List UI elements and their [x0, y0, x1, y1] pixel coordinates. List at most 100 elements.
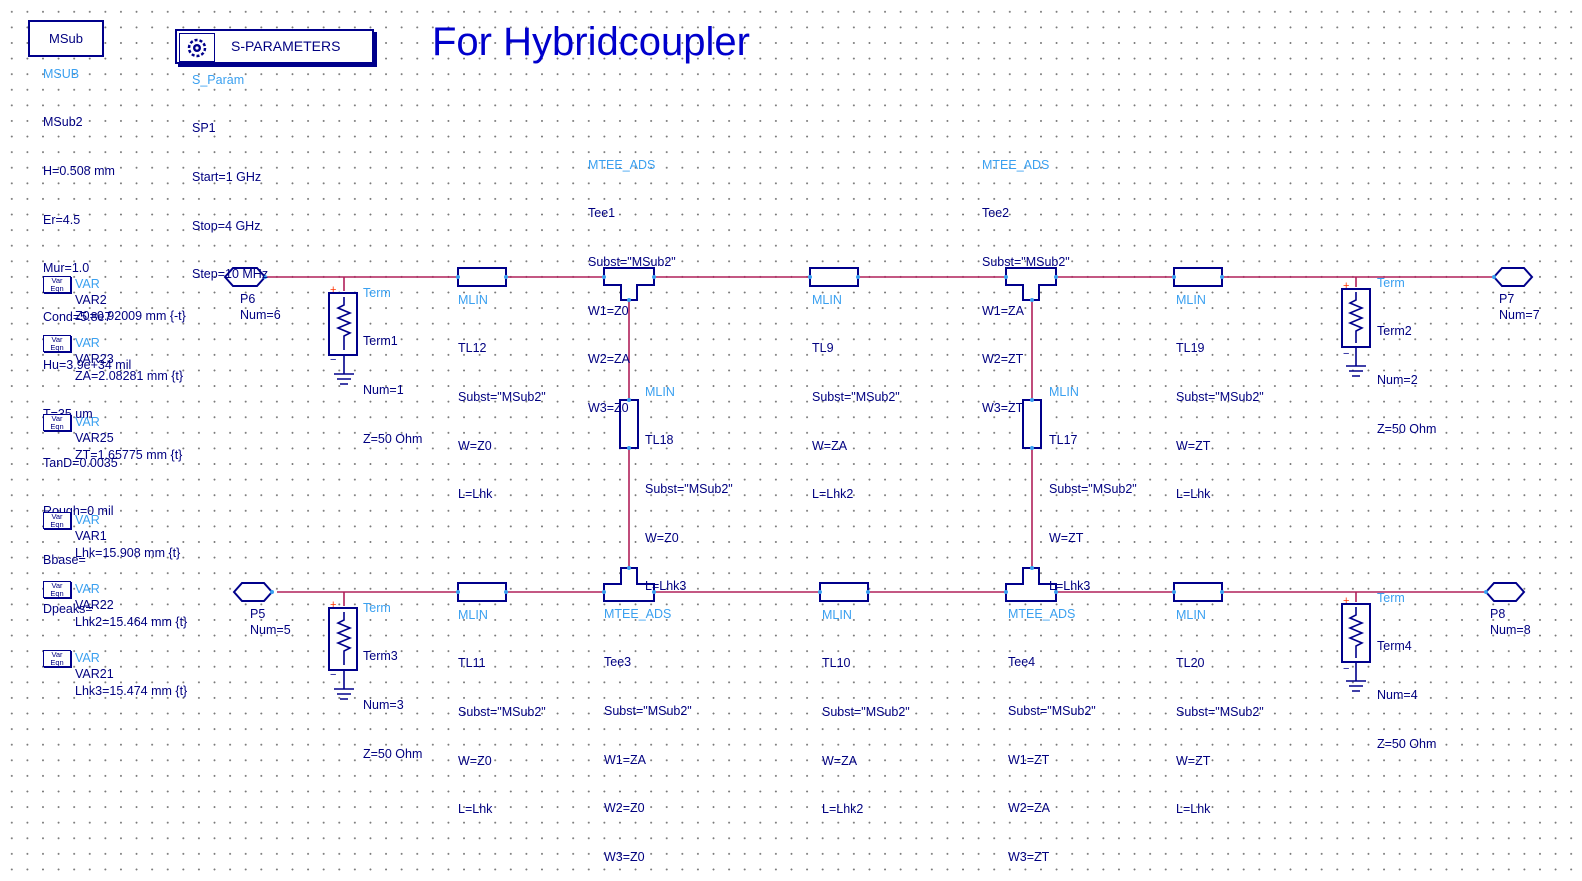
- mlin-line: W=Z0: [458, 753, 492, 768]
- mlin-line: Subst="MSub2": [1176, 390, 1264, 405]
- port-p8-num: Num=8: [1490, 623, 1531, 637]
- mlin-tl11-symbol[interactable]: [457, 582, 507, 602]
- tee-line: Subst="MSub2": [604, 704, 692, 719]
- mlin-line: Subst="MSub2": [812, 390, 900, 405]
- term-line: Term1: [363, 334, 398, 349]
- tl20-params: TL20 Subst="MSub2" W=ZT L=Lhk: [1176, 623, 1264, 834]
- sparam-line: SP1: [192, 121, 216, 136]
- mlin-line: L=Lhk: [458, 487, 493, 502]
- var21-header: VAR: [75, 651, 100, 665]
- term1-header: Term: [363, 286, 391, 300]
- var22-name: VAR22: [75, 598, 114, 612]
- tee-line: Subst="MSub2": [982, 255, 1070, 270]
- tee1-header: MTEE_ADS: [588, 158, 656, 172]
- mlin-line: Subst="MSub2": [1049, 482, 1137, 497]
- mlin-line: TL12: [458, 341, 487, 356]
- msub-line: Mur=1.0: [43, 261, 90, 276]
- tee-line: Tee3: [604, 655, 632, 670]
- tl12-header: MLIN: [458, 293, 488, 307]
- port-p5-symbol[interactable]: [232, 582, 274, 602]
- tee2-header: MTEE_ADS: [982, 158, 1050, 172]
- tee-line: W3=Z0: [588, 400, 629, 415]
- mlin-tl19-symbol[interactable]: [1173, 267, 1223, 287]
- mlin-tl10-symbol[interactable]: [819, 582, 869, 602]
- sparam-header: S_Param: [192, 73, 245, 87]
- sparam-params: SP1 Start=1 GHz Stop=4 GHz Step=10 MHz: [192, 88, 268, 299]
- sparameters-component-box[interactable]: S-PARAMETERS: [175, 29, 374, 64]
- tl19-header: MLIN: [1176, 293, 1206, 307]
- tl9-header: MLIN: [812, 293, 842, 307]
- term2-symbol[interactable]: + −: [1341, 280, 1371, 377]
- term3-symbol[interactable]: + −: [328, 599, 358, 700]
- tee1-symbol[interactable]: [603, 267, 655, 301]
- term-line: Z=50 Ohm: [1377, 736, 1437, 751]
- svg-text:+: +: [330, 284, 336, 296]
- tee3-symbol[interactable]: [603, 567, 655, 602]
- var2-name: VAR2: [75, 293, 107, 307]
- tee-line: W3=Z0: [604, 849, 645, 864]
- var22-expr: Lhk2=15.464 mm {t}: [75, 615, 188, 629]
- msub-params: MSub2 H=0.508 mm Er=4.5 Mur=1.0 Cond=5.8…: [43, 82, 131, 633]
- term-line: Num=2: [1377, 373, 1418, 388]
- var23-name: VAR23: [75, 352, 114, 366]
- port-p8-symbol[interactable]: [1484, 582, 1526, 602]
- term4-symbol[interactable]: + −: [1341, 595, 1371, 692]
- sparam-line: Step=10 MHz: [192, 267, 269, 282]
- sparam-gear-icon: [179, 33, 215, 62]
- msub-component-box[interactable]: MSub: [28, 20, 104, 57]
- mlin-line: Subst="MSub2": [1176, 705, 1264, 720]
- mlin-line: W=ZA: [812, 438, 848, 453]
- svg-text:+: +: [1343, 595, 1349, 607]
- svg-text:+: +: [330, 599, 336, 611]
- msub-box-label: MSub: [49, 31, 83, 46]
- tee-line: W3=ZT: [982, 400, 1024, 415]
- port-p6-num: Num=6: [240, 308, 281, 322]
- mlin-line: TL11: [458, 656, 486, 671]
- tee3-params: Tee3 Subst="MSub2" W1=ZA W2=Z0 W3=Z0: [604, 622, 692, 881]
- mlin-line: L=Lhk3: [1049, 579, 1091, 594]
- mlin-line: Subst="MSub2": [822, 705, 910, 720]
- term-line: Z=50 Ohm: [363, 746, 423, 761]
- msub-line: MSub2: [43, 115, 83, 130]
- sparam-line: Start=1 GHz: [192, 170, 262, 185]
- var25-expr: ZT=1.65775 mm {t}: [75, 448, 183, 462]
- var25-header: VAR: [75, 415, 100, 429]
- tee-line: Tee4: [1008, 655, 1036, 670]
- mlin-line: TL19: [1176, 341, 1205, 356]
- tl9-params: TL9 Subst="MSub2" W=ZA L=Lhk2: [812, 308, 900, 519]
- schematic-title: For Hybridcoupler: [432, 20, 750, 64]
- tee2-symbol[interactable]: [1005, 267, 1057, 301]
- mlin-tl9-symbol[interactable]: [809, 267, 859, 287]
- svg-text:−: −: [330, 669, 336, 681]
- term1-symbol[interactable]: + −: [328, 284, 358, 385]
- term-line: Term4: [1377, 639, 1412, 654]
- tee-line: W1=ZA: [982, 303, 1025, 318]
- schematic-canvas[interactable]: + − + − + − + −: [0, 0, 1582, 756]
- tee4-symbol[interactable]: [1005, 567, 1057, 602]
- tl19-params: TL19 Subst="MSub2" W=ZT L=Lhk: [1176, 308, 1264, 519]
- tee4-header: MTEE_ADS: [1008, 607, 1076, 621]
- var21-expr: Lhk3=15.474 mm {t}: [75, 684, 188, 698]
- var2-expr: Z0=0.92009 mm {-t}: [75, 309, 186, 323]
- tl18-header: MLIN: [645, 385, 675, 399]
- mlin-tl20-symbol[interactable]: [1173, 582, 1223, 602]
- port-p7-symbol[interactable]: [1492, 267, 1534, 287]
- tee-line: Tee1: [588, 206, 616, 221]
- tee-line: W2=ZT: [982, 352, 1024, 367]
- tee1-params: Tee1 Subst="MSub2" W1=Z0 W2=ZA W3=Z0: [588, 173, 676, 432]
- tl11-header: MLIN: [458, 608, 488, 622]
- port-p7-num: Num=7: [1499, 308, 1540, 322]
- term4-params: Term4 Num=4 Z=50 Ohm: [1377, 606, 1436, 768]
- mlin-line: TL10: [822, 656, 851, 671]
- term-line: Num=3: [363, 698, 404, 713]
- term-stub-wires: [343, 277, 1357, 606]
- msub-header: MSUB: [43, 67, 80, 81]
- var25-name: VAR25: [75, 431, 114, 445]
- mlin-tl12-symbol[interactable]: [457, 267, 507, 287]
